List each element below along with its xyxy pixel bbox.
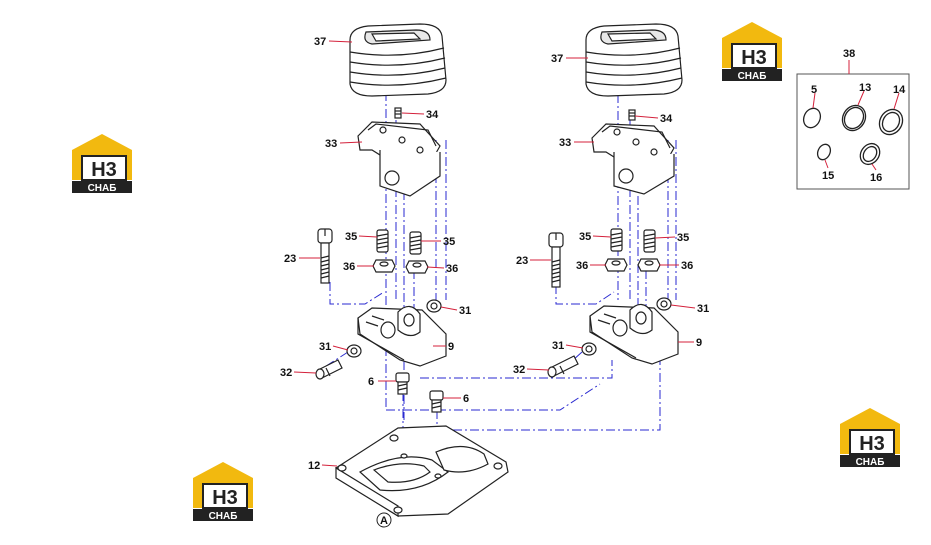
label-34: 34 [426,109,439,121]
right-set-screw [628,109,636,121]
label-5: 5 [811,84,817,96]
left-bushing-side [346,344,362,358]
seal-kit-box [796,73,910,190]
label-9: 9 [448,341,454,353]
label-14: 14 [893,84,906,96]
label-35: 35 [579,231,591,243]
label-33: 33 [325,138,337,150]
logo-left: H3 CHAБ [72,134,132,194]
label-6: 6 [463,393,469,405]
view-marker-label: A [380,515,388,527]
label-34: 34 [660,113,673,125]
left-bracket [357,121,441,197]
left-pin [315,359,343,380]
right-bushing-top [656,297,672,311]
label-36: 36 [446,263,458,275]
right-nut-b [637,258,661,272]
logo-mark: H3 [859,433,885,455]
logo-mark: H3 [212,487,238,509]
label-35: 35 [443,236,455,248]
logo-text: CHAБ [88,183,117,194]
left-screw-a [395,372,410,395]
label-38: 38 [843,48,855,60]
left-set-screw [394,107,402,119]
left-labels: 37 34 33 35 35 23 36 36 31 9 31 32 6 6 1… [280,36,471,472]
logo-top-right: H3 CHAБ [722,22,782,82]
right-bracket [591,123,675,195]
leader-lines [293,40,900,467]
left-boot [349,23,447,97]
left-bushing-top [426,299,442,313]
left-stud-b [409,231,422,255]
label-12: 12 [308,460,320,472]
left-pivot-block [357,305,447,367]
label-37: 37 [551,53,563,65]
logo-mark: H3 [741,47,767,69]
label-9: 9 [696,337,702,349]
label-31: 31 [552,340,564,352]
label-35: 35 [677,232,689,244]
label-6: 6 [368,376,374,388]
label-23: 23 [516,255,528,267]
right-stud-a [610,228,623,252]
logo-mark: H3 [91,159,117,181]
right-boot [585,23,683,97]
right-assembly [547,23,683,378]
label-33: 33 [559,137,571,149]
label-31: 31 [319,341,331,353]
label-36: 36 [681,260,693,272]
label-16: 16 [870,172,882,184]
label-36: 36 [576,260,588,272]
base-plate [335,425,509,518]
right-labels: 37 34 33 35 35 23 36 36 31 9 31 32 [513,53,709,376]
kit-labels: 38 5 13 14 15 16 [811,48,906,184]
label-35: 35 [345,231,357,243]
label-32: 32 [513,364,525,376]
left-assembly [315,23,509,518]
logo-bottom-left: H3 CHAБ [193,462,253,522]
left-screw-b [429,390,444,413]
logo-bottom-right: H3 CHAБ [840,408,900,468]
logo-text: CHAБ [738,71,767,82]
label-31: 31 [459,305,471,317]
right-pin [547,355,579,378]
left-stud-a [376,229,389,253]
left-nut-b [405,260,429,274]
right-nut-a [604,258,628,272]
right-stud-b [643,229,656,253]
label-37: 37 [314,36,326,48]
label-23: 23 [284,253,296,265]
right-bolt [548,232,564,288]
label-31: 31 [697,303,709,315]
label-32: 32 [280,367,292,379]
label-15: 15 [822,170,834,182]
left-nut-a [372,259,396,273]
left-bolt [317,228,333,284]
label-13: 13 [859,82,871,94]
label-36: 36 [343,261,355,273]
right-bushing-side [581,342,597,356]
logo-text: CHAБ [209,511,238,522]
logo-text: CHAБ [856,457,885,468]
seal-ring-5 [802,107,822,129]
right-pivot-block [589,303,679,365]
view-marker-a: A [376,512,392,528]
